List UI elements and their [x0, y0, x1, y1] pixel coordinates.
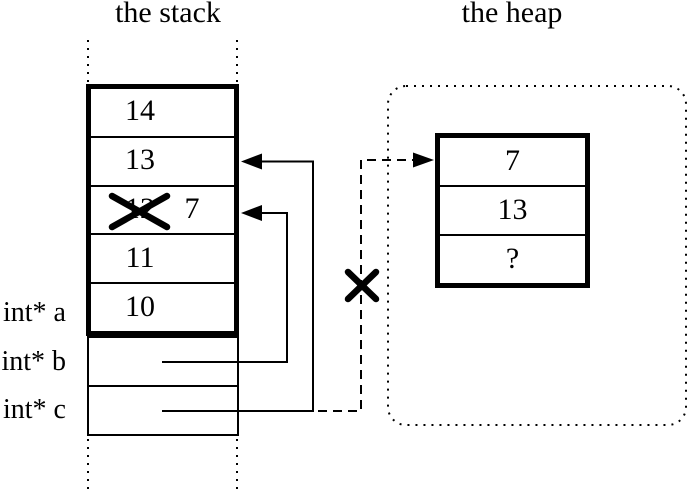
stack-cell-value: 11	[125, 240, 155, 274]
stack-cell-overwritten: 12 7	[91, 184, 234, 234]
arrow-head-icon	[241, 205, 262, 221]
arrow-head-icon	[413, 152, 434, 168]
stack-cell: 11	[91, 233, 234, 282]
stack-cell: 10	[91, 282, 234, 331]
new-value: 7	[184, 191, 200, 225]
pointer-label-c: int* c	[3, 394, 66, 425]
pointer-label-a: int* a	[3, 297, 66, 328]
dangling-cross-icon	[344, 268, 380, 303]
heap-cell: ?	[440, 234, 585, 283]
stack-title: the stack	[115, 0, 221, 29]
stack-cell-value: 13	[125, 142, 155, 176]
heap-object-box: 7 13 ?	[435, 133, 590, 288]
stack-cell: 13	[91, 135, 234, 185]
stack-cell-value: 10	[125, 289, 155, 323]
stack-cell: 14	[91, 89, 234, 136]
heap-cell-value: 13	[497, 192, 528, 226]
pointer-variable-cells	[86, 336, 239, 436]
pointer-label-b: int* b	[1, 346, 66, 377]
stack-frame-box: 14 13 12 7 11 10	[86, 84, 239, 336]
heap-cell: 7	[440, 138, 585, 185]
overwritten-value: 12	[125, 191, 155, 225]
stack-cell-value: 14	[125, 94, 155, 128]
heap-cell-value: ?	[505, 241, 520, 275]
heap-cell: 13	[440, 185, 585, 234]
heap-cell-value: 7	[505, 143, 520, 177]
dangling-heap-arrow	[318, 152, 434, 412]
arrow-head-icon	[241, 153, 262, 170]
heap-title: the heap	[461, 0, 563, 29]
cell-divider	[88, 385, 237, 387]
